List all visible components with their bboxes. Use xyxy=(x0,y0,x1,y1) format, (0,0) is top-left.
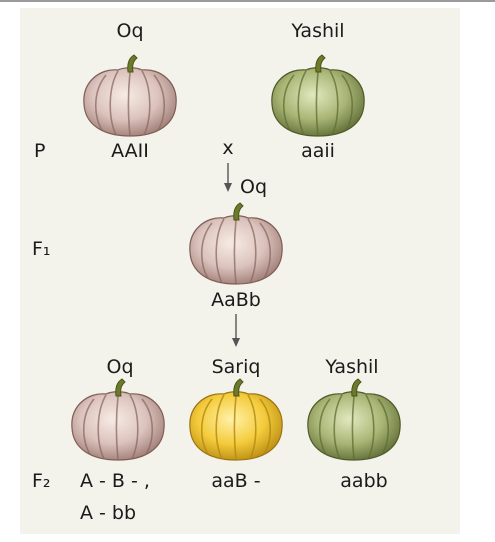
parent-left-genotype: AAII xyxy=(111,142,149,161)
arrow-down-icon xyxy=(231,314,241,348)
green-pumpkin-icon xyxy=(262,52,374,140)
f2-left-phenotype: Oq xyxy=(106,358,133,377)
white-pumpkin-icon xyxy=(74,52,186,140)
cross-symbol: x xyxy=(222,139,233,158)
yellow-pumpkin-icon xyxy=(180,376,292,464)
generation-p-label: P xyxy=(34,142,45,161)
arrow-down-icon xyxy=(223,163,233,193)
parent-right-phenotype: Yashil xyxy=(291,22,344,41)
parent-left-phenotype: Oq xyxy=(116,22,143,41)
white-pumpkin-icon xyxy=(180,200,292,288)
generation-f1-label: F₁ xyxy=(32,240,51,259)
green-pumpkin-icon xyxy=(298,376,410,464)
generation-f2-label: F₂ xyxy=(32,472,51,491)
f2-left-genotype-line2: A - bb xyxy=(80,504,136,523)
f2-right-phenotype: Yashil xyxy=(325,358,378,377)
f1-genotype: AaBb xyxy=(211,291,261,310)
parent-right-genotype: aaii xyxy=(301,142,335,161)
f2-right-genotype: aabb xyxy=(340,472,387,491)
top-border xyxy=(0,0,495,2)
f2-middle-genotype: aaB - xyxy=(211,472,260,491)
f1-phenotype: Oq xyxy=(240,178,267,197)
f2-middle-phenotype: Sariq xyxy=(212,358,261,377)
f2-left-genotype-line1: A - B - , xyxy=(80,472,150,491)
white-pumpkin-icon xyxy=(62,376,174,464)
